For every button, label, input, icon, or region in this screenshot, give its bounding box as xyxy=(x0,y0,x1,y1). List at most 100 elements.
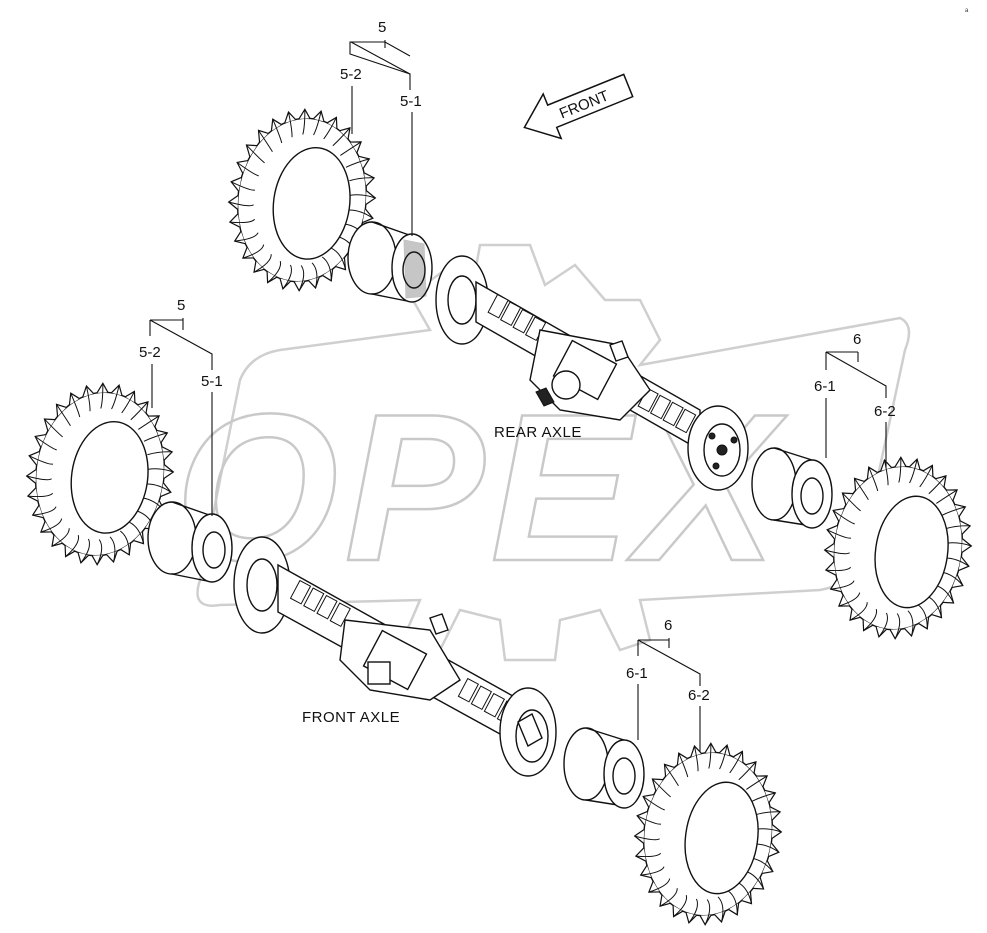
tread-groove xyxy=(246,144,265,164)
tread-groove xyxy=(928,475,947,495)
tread-groove xyxy=(919,465,933,488)
tread-groove xyxy=(693,745,699,772)
housing-rib xyxy=(487,293,509,319)
tire-middle-left xyxy=(25,382,175,566)
tread-lugs xyxy=(633,742,783,926)
tread-groove xyxy=(311,262,318,289)
callout-rim-number: 6-1 xyxy=(814,378,836,395)
tread-groove xyxy=(642,796,665,811)
tread-groove xyxy=(345,158,370,168)
tread-groove xyxy=(719,745,728,770)
tread-groove xyxy=(673,894,688,917)
rear-axle-label: REAR AXLE xyxy=(494,424,582,441)
tread-lug xyxy=(823,543,835,558)
tread-groove xyxy=(138,415,160,430)
tread-lugs xyxy=(227,108,377,292)
tread-groove xyxy=(634,835,660,841)
tread-groove xyxy=(849,602,868,621)
tread-lug xyxy=(633,829,645,844)
tread-lug xyxy=(752,877,765,890)
tread-groove xyxy=(34,436,57,451)
tire-upper-left xyxy=(227,108,377,292)
tread-groove xyxy=(640,866,665,876)
tread-groove xyxy=(143,432,168,442)
tread-groove xyxy=(28,455,54,465)
tread-groove xyxy=(894,613,901,639)
tread-groove xyxy=(267,260,282,283)
tread-groove xyxy=(941,506,966,516)
tread-lug xyxy=(961,538,973,553)
front-direction-arrow: FRONT xyxy=(523,73,634,140)
tread-groove xyxy=(321,256,332,281)
tread-groove xyxy=(96,539,103,565)
tread-groove xyxy=(85,385,91,412)
front-axle-assembly xyxy=(233,536,557,777)
tread-groove xyxy=(898,457,902,483)
tread-groove xyxy=(129,521,144,544)
callout-tire-number: 5-2 xyxy=(139,344,161,361)
tread-groove xyxy=(282,264,292,290)
tread-groove xyxy=(111,385,120,410)
arrow-icon xyxy=(523,73,634,140)
tread-groove xyxy=(242,244,265,259)
tread-groove xyxy=(824,549,850,555)
callout-group-number: 6 xyxy=(664,617,672,634)
rim-upper-left xyxy=(347,221,433,303)
tread-groove xyxy=(44,418,63,438)
tread-groove xyxy=(350,194,376,199)
tread-lug xyxy=(266,271,278,284)
tread-groove xyxy=(331,247,346,270)
callout-group-number: 5 xyxy=(378,19,386,36)
tread-groove xyxy=(751,792,776,802)
tread-lug xyxy=(284,110,296,124)
tread-groove xyxy=(635,852,662,858)
tread-groove xyxy=(842,492,861,512)
tread-groove xyxy=(70,392,81,418)
tread-groove xyxy=(830,580,855,590)
tread-lug xyxy=(672,905,684,918)
tread-groove xyxy=(688,898,698,924)
tread-groove xyxy=(51,528,70,547)
tread-groove xyxy=(323,117,337,140)
tread-groove xyxy=(945,525,971,530)
tread-groove xyxy=(738,761,757,781)
tread-groove xyxy=(838,592,861,607)
callout-tire-number: 6-2 xyxy=(874,403,896,420)
housing-rib xyxy=(303,587,325,613)
tread-groove xyxy=(287,111,293,138)
tread-lug xyxy=(768,842,780,858)
housing-rib xyxy=(512,308,534,334)
housing-rib xyxy=(316,594,338,620)
tread-groove xyxy=(32,506,57,516)
tread-lug xyxy=(942,591,955,604)
tread-groove xyxy=(648,878,671,893)
tread-groove xyxy=(27,492,54,498)
tread-lug xyxy=(862,619,874,632)
tread-lug xyxy=(958,556,970,572)
rim-middle-left xyxy=(147,501,233,583)
tread-lug xyxy=(82,384,94,398)
tread-groove xyxy=(652,778,671,798)
tread-groove xyxy=(678,752,689,778)
tread-groove xyxy=(313,111,322,136)
tread-groove xyxy=(917,604,928,629)
tread-groove xyxy=(727,890,738,915)
callout-lower-right: 6 6-1 6-2 xyxy=(626,617,710,752)
corner-mark: a xyxy=(965,8,969,14)
tread-groove xyxy=(868,466,879,492)
front-axle-label: FRONT AXLE xyxy=(302,709,400,726)
tread-lug xyxy=(163,464,175,479)
callout-rim-number: 6-1 xyxy=(626,665,648,682)
tread-groove xyxy=(332,127,351,147)
tread-lugs xyxy=(25,382,175,566)
tread-lug xyxy=(365,190,377,205)
tread-groove xyxy=(147,451,173,456)
rim-middle-right xyxy=(751,447,833,529)
tread-groove xyxy=(909,459,918,484)
housing-rib xyxy=(329,602,351,628)
tread-groove xyxy=(664,764,679,786)
tread-lug xyxy=(160,482,172,498)
tread-groove xyxy=(659,888,678,907)
watermark-gear-outline xyxy=(196,243,911,662)
tread-groove xyxy=(340,141,362,156)
